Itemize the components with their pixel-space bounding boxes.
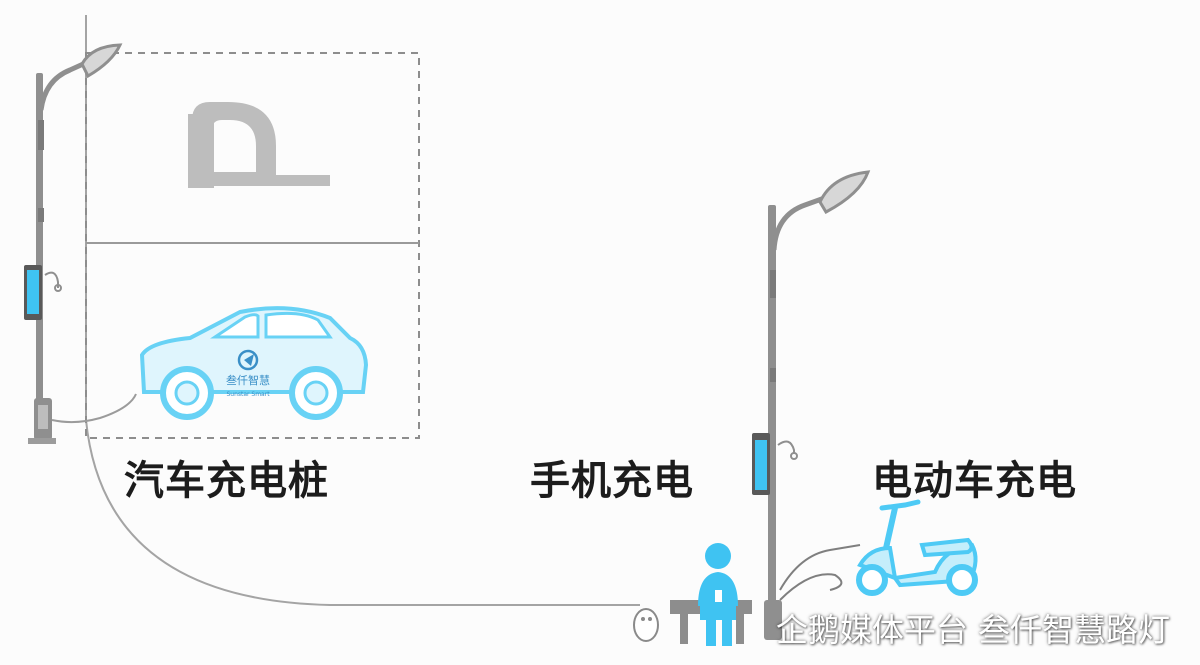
electric-scooter-icon (856, 499, 978, 596)
streetlight-pole-right (752, 170, 871, 640)
watermark-text: 企鹅媒体平台 叁仟智慧路灯 (775, 611, 1170, 649)
penguin-logo-icon (633, 608, 659, 642)
label-ev-charging: 汽车充电桩 (124, 458, 329, 504)
car-badge-en: Sunstar Smart (226, 391, 270, 398)
watermark: 企鹅媒体平台 叁仟智慧路灯 (776, 605, 1170, 651)
person-sitting-icon (670, 543, 752, 646)
streetlight-pole-left (24, 43, 137, 444)
label-phone-charging: 手机充电 (530, 458, 694, 504)
brand-logo-icon (237, 349, 259, 371)
parking-p-icon (188, 102, 330, 188)
car-badge-cn: 叁仟智慧 (226, 373, 270, 387)
label-ebike-charging: 电动车充电 (872, 458, 1077, 504)
parking-space (85, 52, 420, 439)
electric-car-icon: 叁仟智慧 Sunstar Smart (139, 306, 369, 420)
road-edge-line (85, 15, 640, 606)
